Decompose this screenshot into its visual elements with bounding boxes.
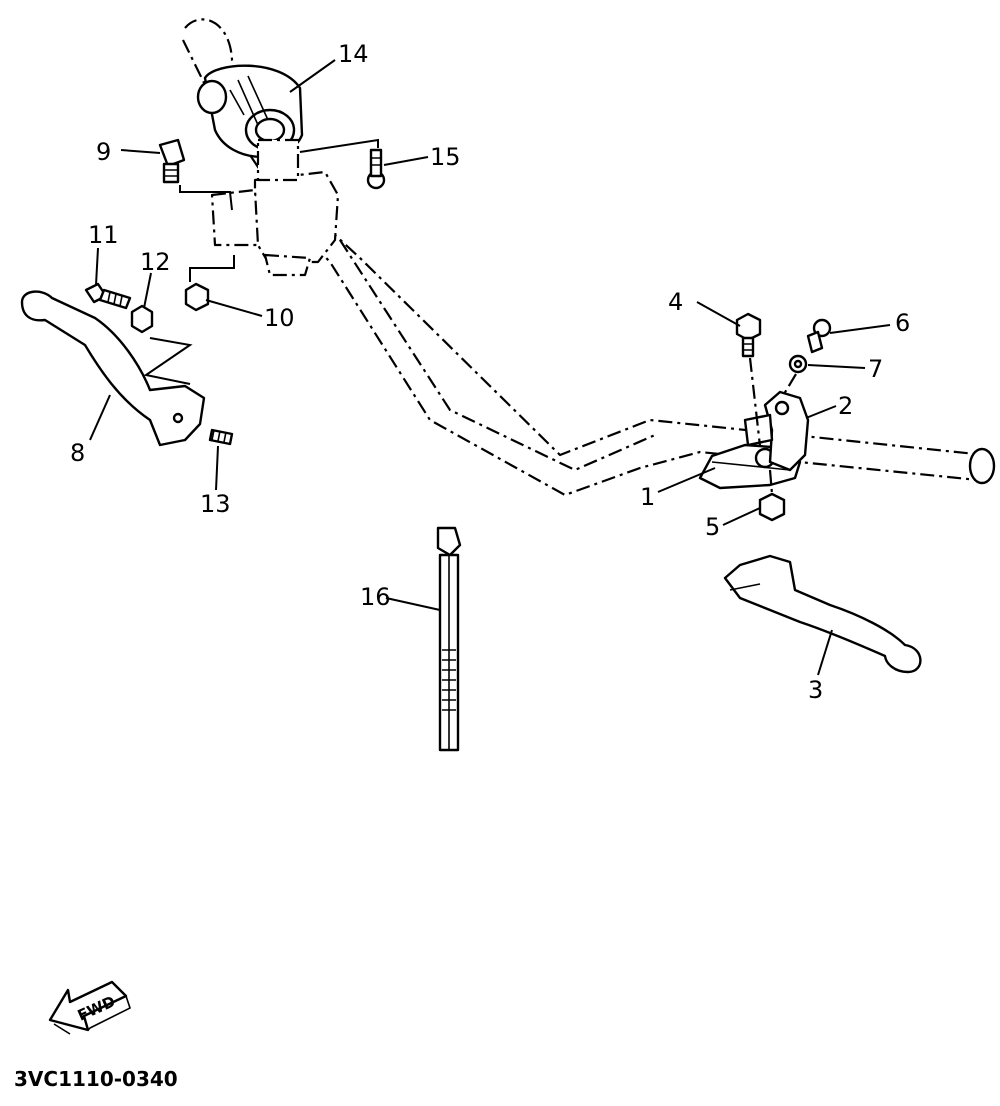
part-5-nut	[758, 469, 786, 522]
part-15-screw	[299, 138, 386, 190]
part-9-bolt	[158, 138, 233, 211]
part-12-nut	[130, 304, 154, 334]
part-6-screw	[806, 318, 832, 354]
callout-13: 13	[200, 490, 231, 518]
callout-16: 16	[360, 583, 391, 611]
handlebar-right-end	[968, 447, 996, 485]
part-13-spring	[208, 428, 234, 446]
part-11-bolt	[84, 282, 132, 310]
callout-2: 2	[838, 392, 853, 420]
part-10-nut	[184, 255, 235, 312]
callout-1: 1	[640, 483, 655, 511]
callout-14: 14	[338, 40, 369, 68]
part-4-bolt	[735, 312, 762, 447]
leader-lines	[89, 59, 891, 676]
callout-9: 9	[96, 138, 111, 166]
forward-arrow-icon: FWD	[48, 980, 131, 1035]
callout-6: 6	[895, 309, 910, 337]
drawing-code: 3VC1110-0340	[14, 1067, 178, 1091]
part-16-cable-tie	[436, 526, 462, 752]
callout-3: 3	[808, 676, 823, 704]
callout-numbers: 14 9 15 11 12 10 8 13 4 6 7 2 1 5 16 3	[70, 40, 910, 704]
part-3-lever	[723, 554, 922, 674]
part-2-bracket	[743, 390, 810, 472]
callout-12: 12	[140, 248, 171, 276]
callout-7: 7	[868, 355, 883, 383]
part-7-washer	[783, 354, 808, 395]
callout-11: 11	[88, 221, 119, 249]
switch-housing	[210, 138, 340, 277]
callout-10: 10	[264, 304, 295, 332]
callout-8: 8	[70, 439, 85, 467]
callout-4: 4	[668, 288, 683, 316]
callout-5: 5	[705, 513, 720, 541]
part-8-lever	[20, 290, 206, 447]
callout-15: 15	[430, 143, 461, 171]
